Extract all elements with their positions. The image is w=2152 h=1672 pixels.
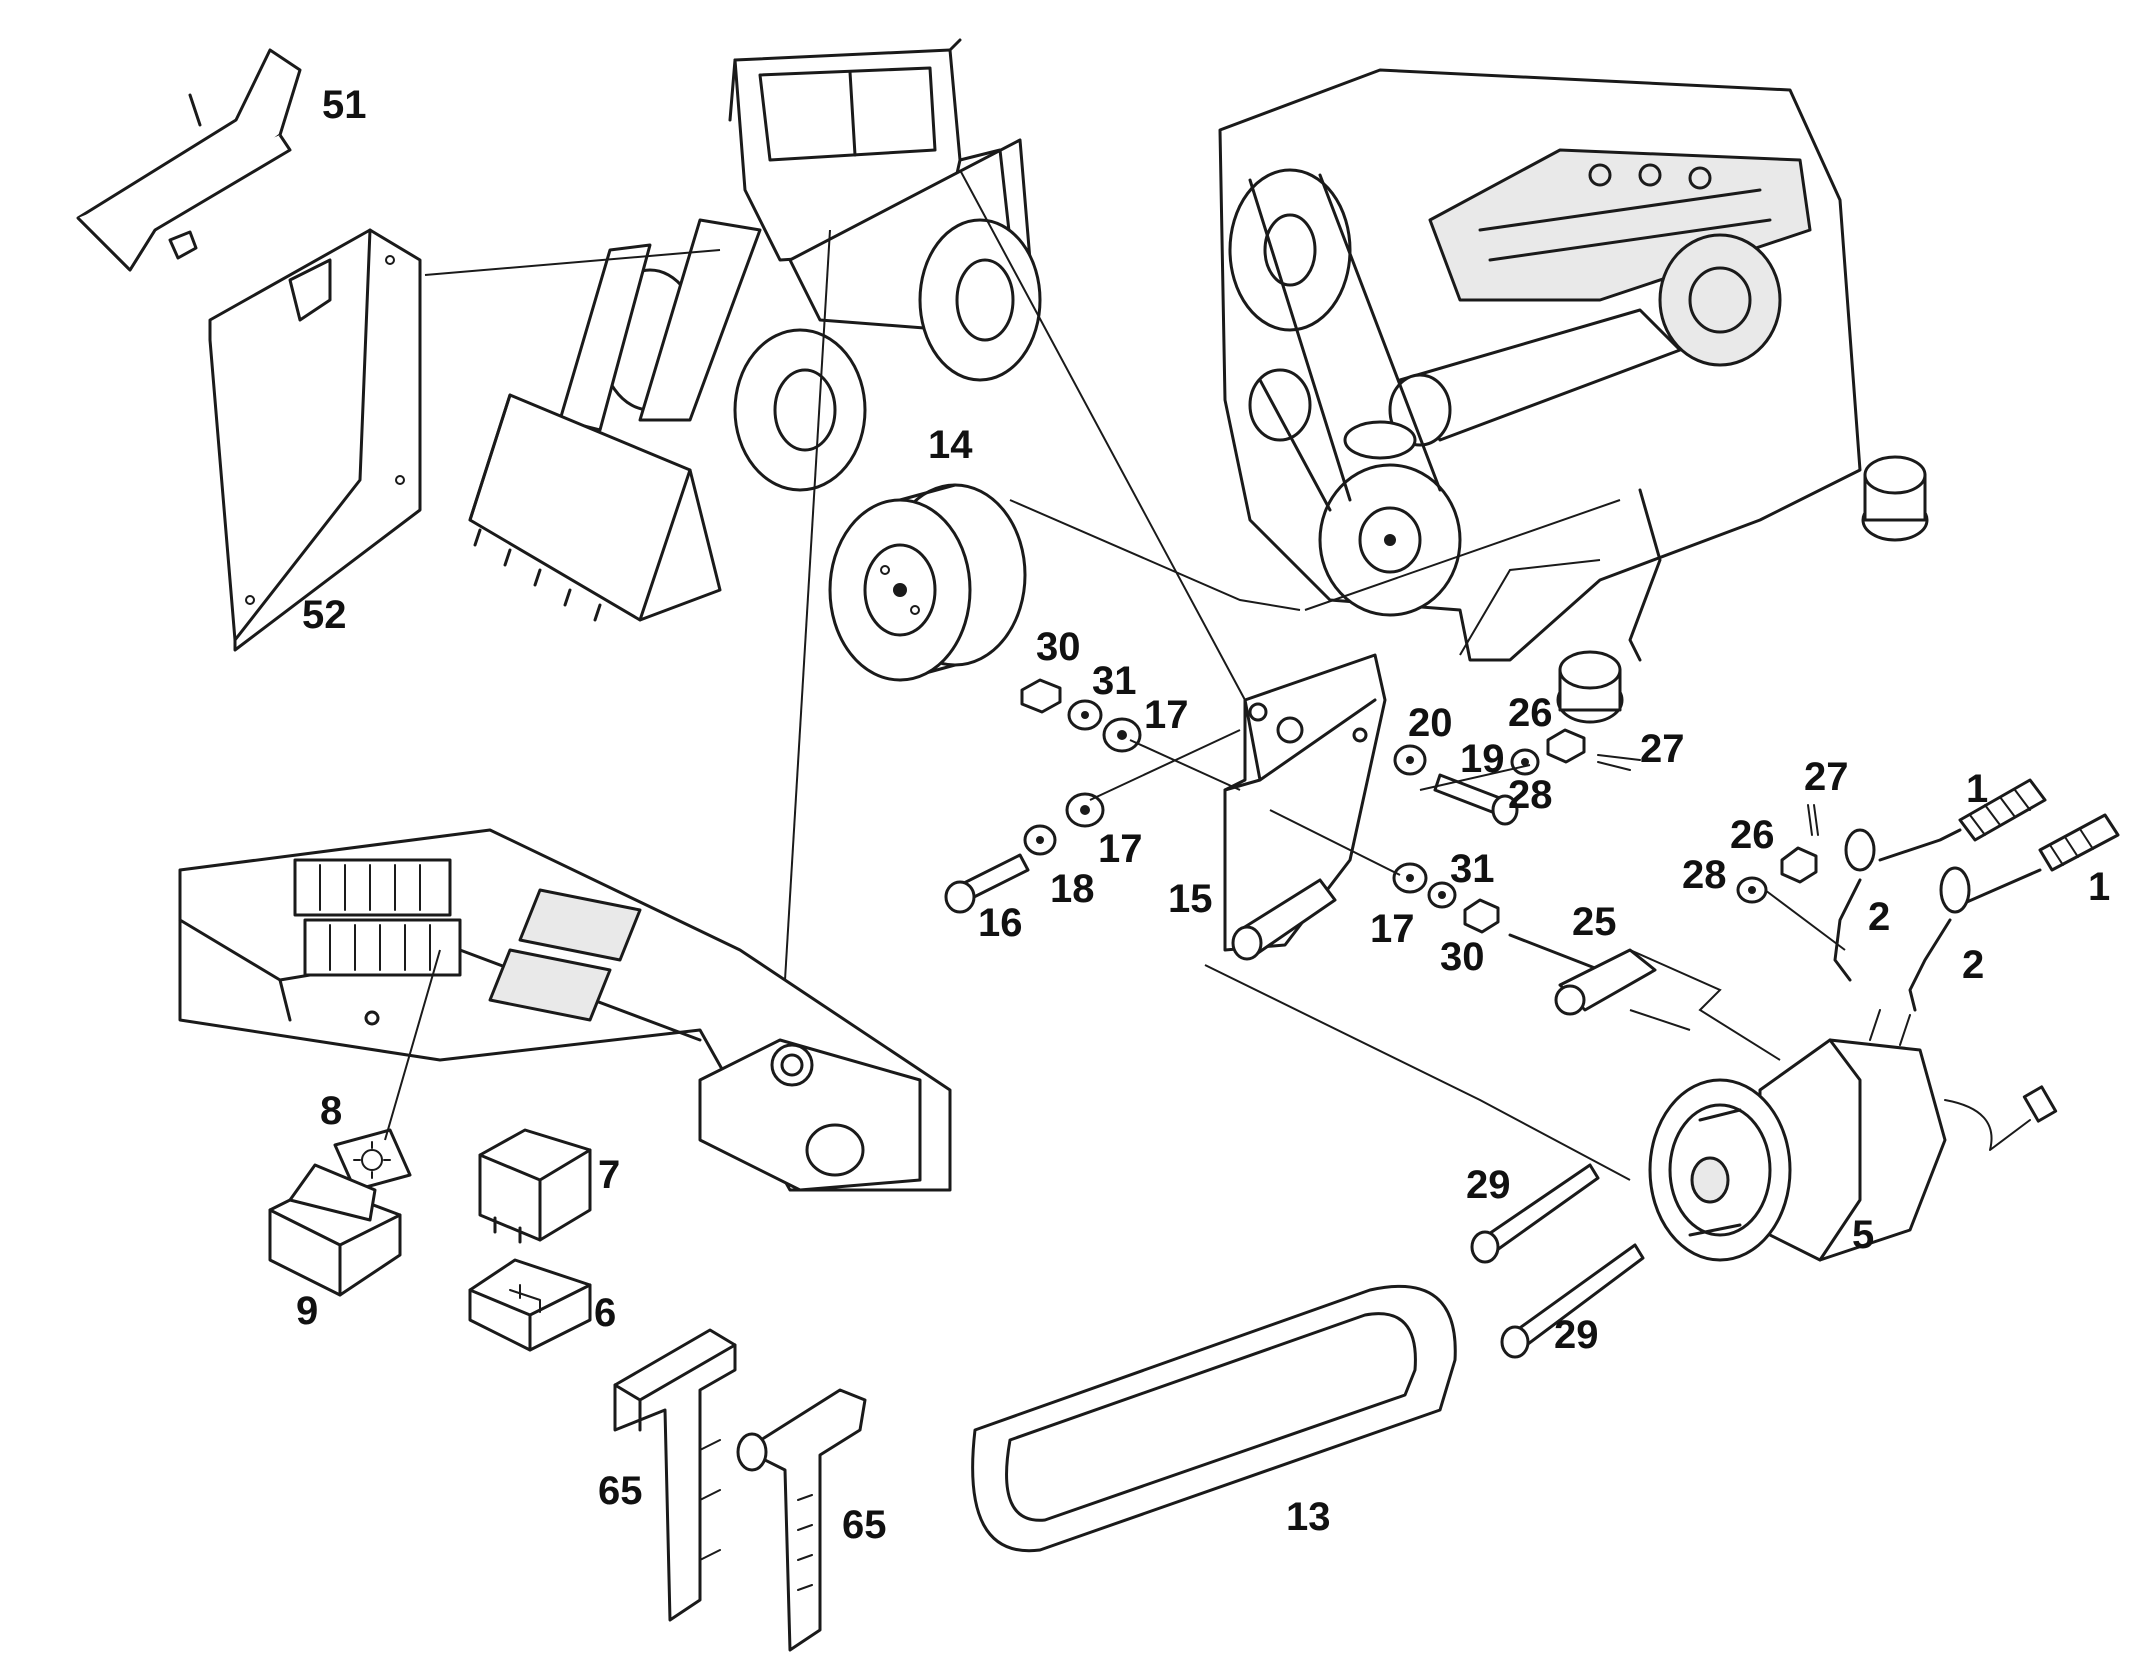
part-9-rocker-switch[interactable] [268, 1163, 402, 1297]
hardware-washer-17c[interactable] [1392, 862, 1428, 894]
callout-5: 5 [1852, 1213, 1874, 1257]
callout-2: 2 [1962, 943, 1984, 987]
part-1-hose-lower[interactable] [2038, 813, 2120, 872]
callout-27: 27 [1804, 755, 1849, 799]
callout-30: 30 [1036, 625, 1081, 669]
callout-31: 31 [1092, 659, 1137, 703]
part-65-bracket-right[interactable] [736, 1388, 867, 1652]
callout-28: 28 [1508, 773, 1553, 817]
part-5-ac-compressor[interactable] [1648, 1009, 2058, 1262]
callout-1: 1 [2088, 865, 2110, 909]
callout-17: 17 [1098, 827, 1143, 871]
callout-2: 2 [1868, 895, 1890, 939]
assembly-leader-lines [384, 169, 1846, 1181]
callout-13: 13 [1286, 1495, 1331, 1539]
callout-7: 7 [598, 1153, 620, 1197]
callout-27: 27 [1640, 727, 1685, 771]
dashboard-illustration[interactable] [178, 828, 952, 1192]
hardware-nut-26a[interactable] [1546, 728, 1586, 764]
hardware-bolt-16[interactable] [944, 853, 1030, 914]
engine-mount-rear [1861, 455, 1929, 542]
part-1-hose-upper[interactable] [1958, 778, 2047, 842]
callout-14: 14 [928, 423, 973, 467]
part-2-fitting-lower[interactable] [1908, 866, 2042, 1012]
callout-6: 6 [594, 1291, 616, 1335]
part-6-relay-socket[interactable] [468, 1258, 592, 1352]
part-52-panel[interactable] [208, 228, 422, 652]
callout-51: 51 [322, 83, 367, 127]
hardware-cotter-pin-27a[interactable] [1597, 754, 1641, 771]
engine-mount-front [1556, 650, 1624, 724]
part-51-cover[interactable] [76, 48, 302, 272]
callout-15: 15 [1168, 877, 1213, 921]
callout-29: 29 [1554, 1313, 1599, 1357]
callout-25: 25 [1572, 900, 1617, 944]
callout-52: 52 [302, 593, 347, 637]
part-7-relay[interactable] [478, 1128, 592, 1244]
hardware-washer-31b[interactable] [1427, 881, 1457, 909]
part-2-fitting-upper[interactable] [1833, 828, 1962, 982]
hardware-nut-30b[interactable] [1463, 898, 1500, 934]
callout-1: 1 [1966, 767, 1988, 811]
part-14-pulley[interactable] [828, 483, 1027, 682]
hardware-washer-28a[interactable] [1510, 748, 1540, 776]
hardware-bolt-19[interactable] [1433, 773, 1519, 826]
hardware-washer-20[interactable] [1393, 744, 1427, 776]
switch-bank-lower [303, 918, 462, 977]
hardware-nut-30a[interactable] [1020, 678, 1062, 714]
callout-26: 26 [1730, 813, 1775, 857]
part-65-bracket-left[interactable] [613, 1328, 737, 1622]
engine-illustration[interactable] [1218, 68, 1929, 724]
callout-30: 30 [1440, 935, 1485, 979]
switch-bank-upper [293, 858, 452, 917]
callout-17: 17 [1144, 693, 1189, 737]
callout-65: 65 [598, 1469, 643, 1513]
hardware-washer-17b[interactable] [1065, 792, 1105, 828]
hardware-washer-18[interactable] [1023, 824, 1057, 856]
hardware-washer-31a[interactable] [1067, 699, 1103, 731]
callout-29: 29 [1466, 1163, 1511, 1207]
part-13-drive-belt[interactable] [971, 1284, 1457, 1553]
part-15-mounting-bracket[interactable] [1223, 653, 1387, 961]
hardware-bolt-29b[interactable] [1500, 1243, 1645, 1359]
callout-28: 28 [1682, 853, 1727, 897]
callout-17: 17 [1370, 907, 1415, 951]
callout-31: 31 [1450, 847, 1495, 891]
hardware-bolt-29a[interactable] [1470, 1163, 1600, 1264]
hardware-cotter-pin-27b[interactable] [1807, 804, 1819, 836]
part-8-decal[interactable] [333, 1128, 412, 1192]
hardware-washer-28b[interactable] [1736, 876, 1768, 904]
callout-20: 20 [1408, 701, 1453, 745]
callout-26: 26 [1508, 691, 1553, 735]
callout-8: 8 [320, 1089, 342, 1133]
callout-labels: 51 52 14 30 31 17 20 26 27 19 28 17 18 1… [296, 83, 2110, 1547]
callout-65: 65 [842, 1503, 887, 1547]
callout-16: 16 [978, 901, 1023, 945]
callout-9: 9 [296, 1289, 318, 1333]
hardware-stud-25[interactable] [1508, 933, 1657, 1016]
hardware-washer-17a[interactable] [1102, 717, 1142, 753]
hardware-nut-26b[interactable] [1780, 846, 1818, 884]
callout-18: 18 [1050, 867, 1095, 911]
callout-19: 19 [1460, 737, 1505, 781]
